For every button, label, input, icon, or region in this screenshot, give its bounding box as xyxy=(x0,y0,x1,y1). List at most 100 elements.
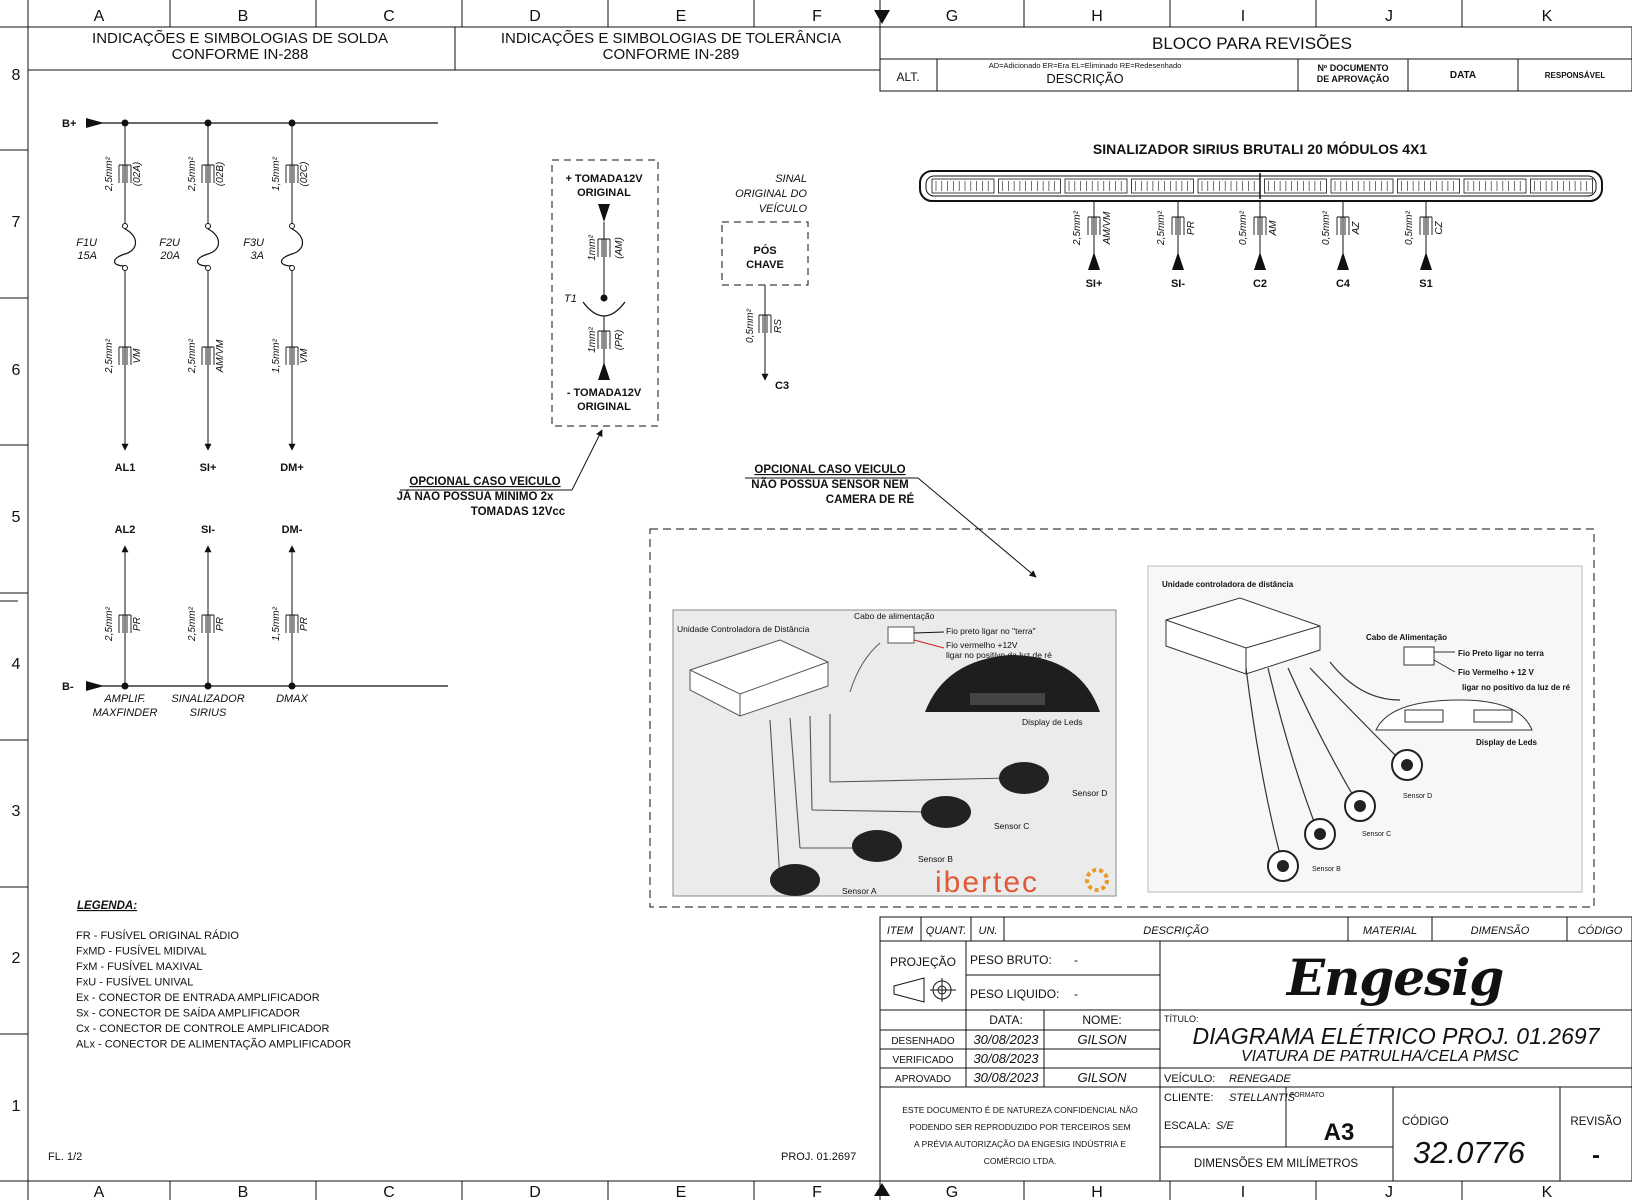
socket-gauge-bot: 1mm² xyxy=(587,327,598,353)
lightbar-wire-gauge: 0,5mm² xyxy=(1238,210,1249,245)
photo1-brand: ibertec xyxy=(935,866,1039,899)
legend-item: FxM - FUSÍVEL MAXIVAL xyxy=(76,960,203,973)
photo2-sensor-c-label: Sensor C xyxy=(1362,831,1391,838)
project-number: PROJ. 01.2697 xyxy=(781,1151,856,1163)
photo2-red-wire-2: ligar no positivo da luz de ré xyxy=(1462,683,1571,692)
socket-note-3: TOMADAS 12Vcc xyxy=(471,506,566,518)
row-label: 3 xyxy=(12,803,21,820)
socket-minus-2: ORIGINAL xyxy=(577,401,631,413)
branch-gauge: 2,5mm² xyxy=(104,338,115,374)
branch-color: VM xyxy=(299,348,310,364)
lightbar-wire-color: CZ xyxy=(1434,220,1445,234)
wire-marker xyxy=(118,614,132,633)
fuse-symbol xyxy=(196,228,220,267)
lightbar-wire-label: C2 xyxy=(1253,278,1267,290)
ground-device: MAXFINDER xyxy=(93,707,158,719)
photo1-red-wire-1: Fio vermelho +12V xyxy=(946,640,1018,650)
sensor-note-leader xyxy=(917,477,1037,578)
lightbar-module xyxy=(1131,178,1194,194)
legend-item: ALx - CONECTOR DE ALIMENTAÇÃO AMPLIFICAD… xyxy=(76,1038,351,1051)
tb-formato: A3 xyxy=(1324,1119,1355,1146)
revisions-data: DATA xyxy=(1450,70,1476,81)
tb-dimensao: DIMENSÃO xyxy=(1471,924,1530,937)
lightbar-wire-arrow xyxy=(1420,252,1432,270)
tb-codigo-h: CÓDIGO xyxy=(1578,924,1623,937)
tb-peso-bruto: PESO BRUTO: xyxy=(970,953,1052,967)
tolerancia-title: INDICAÇÕES E SIMBOLOGIAS DE TOLERÂNCIA xyxy=(501,30,841,47)
ground-color: PR xyxy=(132,617,143,631)
row-label: 5 xyxy=(12,509,21,526)
ground-device: AMPLIF. xyxy=(103,693,145,705)
col-label-top: G xyxy=(946,8,958,25)
tb-desenhado-data: 30/08/2023 xyxy=(973,1032,1039,1047)
branch-code: (02C) xyxy=(299,161,310,186)
legend: LEGENDA: FR - FUSÍVEL ORIGINAL RÁDIOFxMD… xyxy=(76,900,351,1051)
row-label: 7 xyxy=(12,214,21,231)
row-label: 2 xyxy=(12,950,21,967)
tb-data: DATA: xyxy=(989,1013,1023,1027)
lightbar-module xyxy=(1397,178,1460,194)
lightbar-wire-label: S1 xyxy=(1419,278,1432,290)
lightbar-wire-arrow xyxy=(1337,252,1349,270)
wire-marker xyxy=(118,346,132,365)
col-label-top: D xyxy=(529,8,541,25)
socket-t1: T1 xyxy=(564,293,577,305)
sensor-dashed-frame xyxy=(649,528,1595,908)
wire-marker xyxy=(1419,216,1433,235)
lightbar-wire-label: SI+ xyxy=(1086,278,1103,290)
photo1-black-wire: Fio preto ligar no "terra" xyxy=(946,626,1036,636)
tb-titulo-1: DIAGRAMA ELÉTRICO PROJ. 01.2697 xyxy=(1193,1023,1601,1049)
sensor-photo-2: Unidade controladora de distância Cabo d… xyxy=(1147,565,1583,893)
sensor-photo-1: Unidade Controladora de Distância Cabo d… xyxy=(672,609,1117,899)
wire-marker xyxy=(1087,216,1101,235)
wire-marker xyxy=(201,614,215,633)
revisions-doc-1: Nº DOCUMENTO xyxy=(1317,63,1388,73)
tb-dimensoes: DIMENSÕES EM MILÍMETROS xyxy=(1194,1157,1359,1170)
photo1-power-module xyxy=(887,626,915,644)
engesig-logo: Engesig xyxy=(1285,948,1503,1007)
fuse-pin xyxy=(289,223,295,229)
tb-veiculo: RENEGADE xyxy=(1229,1073,1291,1085)
wire-marker xyxy=(201,164,215,183)
lightbar-title: SINALIZADOR SIRIUS BRUTALI 20 MÓDULOS 4X… xyxy=(1093,140,1427,157)
signal-l3: VEÍCULO xyxy=(759,202,808,215)
branch-gauge: 1,5mm² xyxy=(271,338,282,373)
branch-code: (02A) xyxy=(132,162,143,186)
tb-peso-bruto-val: - xyxy=(1074,953,1078,967)
legend-item: Sx - CONECTOR DE SAÍDA AMPLIFICADOR xyxy=(76,1007,300,1020)
ground-in: AL2 xyxy=(115,524,136,536)
col-label-bottom: A xyxy=(94,1184,105,1200)
col-label-bottom: H xyxy=(1091,1184,1103,1200)
branch-out: DM+ xyxy=(280,462,304,474)
tb-cliente-lbl: CLIENTE: xyxy=(1164,1092,1214,1104)
photo1-sensor-c-label: Sensor C xyxy=(994,821,1029,831)
fuse-rating: 3A xyxy=(251,250,264,262)
lightbar-wire-color: PR xyxy=(1186,221,1197,235)
lightbar-wire-gauge: 2,5mm² xyxy=(1072,210,1083,246)
socket-block: + TOMADA12V ORIGINAL 1mm² (AM) T1 1mm² (… xyxy=(397,159,659,518)
tb-desenhado-nome: GILSON xyxy=(1077,1032,1127,1047)
col-label-top: E xyxy=(676,8,687,25)
tb-material: MATERIAL xyxy=(1363,925,1417,937)
lightbar-wire-label: SI- xyxy=(1171,278,1185,290)
lightbar-module xyxy=(1064,178,1128,194)
tb-quant: QUANT. xyxy=(926,925,967,937)
col-label-bottom: I xyxy=(1241,1184,1245,1200)
photo1-sensor-d xyxy=(999,762,1049,794)
wire-marker xyxy=(1171,216,1185,235)
fuse-pin xyxy=(122,265,128,271)
col-label-bottom: F xyxy=(812,1184,822,1200)
tb-verificado: VERIFICADO xyxy=(892,1055,953,1066)
ground-in: DM- xyxy=(282,524,303,536)
fuse-name: F1U xyxy=(76,237,97,249)
bus-junction xyxy=(288,682,296,690)
tb-verificado-data: 30/08/2023 xyxy=(973,1051,1039,1066)
revisions-doc-2: DE APROVAÇÃO xyxy=(1317,74,1390,84)
legend-item: Cx - CONECTOR DE CONTROLE AMPLIFICADOR xyxy=(76,1023,329,1035)
tb-revisao-lbl: REVISÃO xyxy=(1570,1115,1621,1128)
tb-escala: S/E xyxy=(1216,1120,1234,1132)
bplus-label: B+ xyxy=(62,118,76,130)
